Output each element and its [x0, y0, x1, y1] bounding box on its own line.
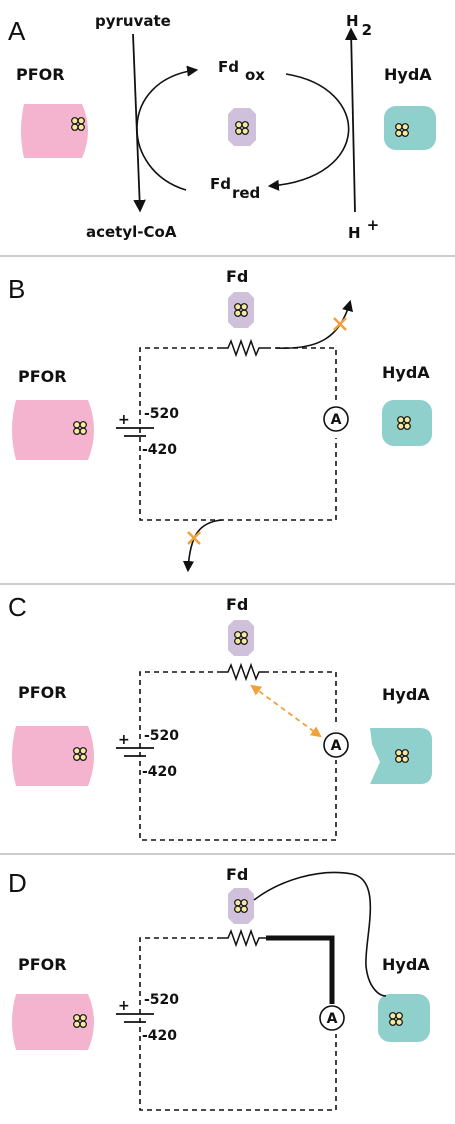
panel-b: B Fd PFOR HydA + -520 -420 A	[8, 267, 432, 573]
panel-b-hyda-label: HydA	[382, 363, 430, 382]
panel-b-battery-plus: +	[118, 412, 130, 428]
panel-b-block-mark-top-icon	[333, 317, 347, 331]
panel-d-tether-wire	[253, 871, 387, 997]
panel-d-battery-plus: +	[118, 998, 130, 1014]
panel-d-hyda-label: HydA	[382, 955, 430, 974]
panel-b-circuit-wire	[139, 347, 337, 521]
panel-b-resistor	[221, 340, 267, 356]
panel-d-voltage-bottom: -420	[142, 1028, 177, 1044]
panel-c-hyda-shape	[370, 728, 432, 784]
panel-b-leak-arrow-bottom	[182, 519, 223, 573]
panel-d-fd-shape	[228, 888, 254, 924]
panel-c-voltage-bottom: -420	[142, 764, 177, 780]
panel-c-fd-shape	[228, 620, 254, 656]
panel-b-voltage-top: -520	[144, 406, 179, 422]
panel-d-circuit-wire	[139, 937, 337, 1111]
panel-c-resistor	[221, 664, 267, 680]
panel-a-hyda-label: HydA	[384, 65, 432, 84]
panel-b-pfor-shape	[12, 400, 94, 460]
panel-b-circuit-wire-right	[266, 347, 337, 400]
panel-c-circuit-wire-right	[266, 671, 337, 722]
panel-b-pfor-label: PFOR	[18, 367, 67, 386]
panel-d: D Fd PFOR HydA + -520 -420 A	[8, 865, 430, 1111]
panel-b-letter: B	[8, 274, 25, 304]
panel-c-voltage-top: -520	[144, 728, 179, 744]
panel-d-fd-label: Fd	[226, 865, 248, 884]
panel-c-circuit-wire	[139, 671, 337, 841]
panel-d-hyda-shape	[378, 994, 430, 1042]
panel-a-cycle-left-arc	[136, 65, 199, 191]
panel-a-pfor-shape	[21, 104, 88, 158]
panel-b-leak-arrow-top	[275, 299, 353, 349]
panel-a-fd-red-label: Fdred	[210, 175, 260, 202]
panel-a-hyda-shape	[384, 106, 436, 150]
panel-d-voltage-top: -520	[144, 992, 179, 1008]
panel-d-ammeter	[319, 1005, 345, 1031]
panel-d-conductive-path	[266, 935, 335, 1004]
panel-d-letter: D	[8, 868, 27, 898]
panel-a-cycle-right-arc	[267, 73, 350, 191]
panel-a-pyruvate-arrow	[132, 33, 146, 213]
panel-c-pfor-shape	[12, 726, 94, 786]
panel-a-pyruvate-label: pyruvate	[95, 12, 171, 30]
panel-b-ammeter	[323, 406, 349, 432]
panel-c-hyda-label: HydA	[382, 685, 430, 704]
panel-b-block-mark-bottom-icon	[187, 531, 201, 545]
panel-a-acetyl-coa-label: acetyl-CoA	[86, 223, 177, 241]
panel-c-letter: C	[8, 592, 27, 622]
panel-d-ammeter-label: A	[327, 1011, 338, 1027]
panel-c-ammeter-label: A	[331, 738, 342, 754]
panel-a-hydrogen-arrow	[344, 27, 358, 213]
panel-b-fd-label: Fd	[226, 267, 248, 286]
panel-c-transfer-arrow	[250, 684, 322, 738]
panel-a-hplus-label: H+	[348, 216, 379, 242]
panel-a-pfor-label: PFOR	[16, 65, 65, 84]
panel-d-pfor-label: PFOR	[18, 955, 67, 974]
panel-a-letter: A	[8, 16, 26, 46]
panel-d-pfor-shape	[12, 994, 94, 1050]
panel-c-ammeter	[323, 732, 349, 758]
panel-c: C Fd PFOR HydA + -520 -420 A	[8, 592, 432, 841]
panel-a-fd-shape	[228, 108, 256, 146]
panel-d-resistor	[221, 930, 267, 946]
panel-c-pfor-label: PFOR	[18, 683, 67, 702]
panel-b-ammeter-label: A	[331, 412, 342, 428]
panel-b-fd-shape	[228, 292, 254, 328]
panel-c-fd-label: Fd	[226, 595, 248, 614]
panel-c-battery-plus: +	[118, 732, 130, 748]
panel-b-voltage-bottom: -420	[142, 442, 177, 458]
